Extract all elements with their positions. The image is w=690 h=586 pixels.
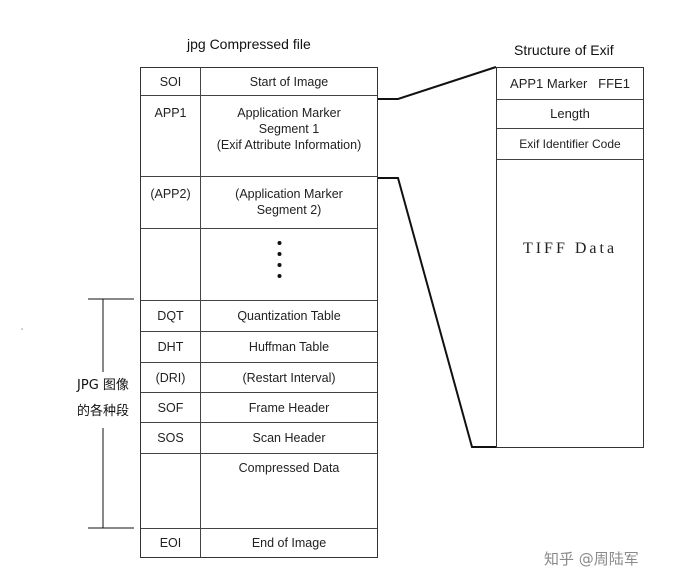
segment-desc-eoi: End of Image xyxy=(251,536,327,550)
column-divider xyxy=(200,68,201,557)
row-divider xyxy=(141,362,377,363)
segment-code-dqt: DQT xyxy=(157,309,184,323)
row-divider xyxy=(141,453,377,454)
exif-length: Length xyxy=(550,106,590,121)
segment-code-app1: APP1 xyxy=(154,106,187,120)
segment-code-dht: DHT xyxy=(157,340,184,354)
row-divider xyxy=(141,422,377,423)
segment-code-eoi: EOI xyxy=(159,536,182,550)
segment-desc-compressed-data: Compressed Data xyxy=(238,461,340,475)
right-table-title: Structure of Exif xyxy=(514,42,614,58)
connector-top-line xyxy=(378,66,497,100)
segment-code-sos: SOS xyxy=(157,431,184,445)
segment-desc-sos: Scan Header xyxy=(252,431,326,445)
row-divider xyxy=(141,228,377,229)
segment-code-dri: (DRI) xyxy=(155,370,186,385)
segment-desc-app1: Application Marker Segment 1 (Exif Attri… xyxy=(216,106,362,152)
segment-desc-dri: (Restart Interval) xyxy=(242,370,336,385)
segment-desc-app2: (Application Marker Segment 2) xyxy=(235,187,343,217)
vertical-ellipsis-icon xyxy=(277,240,282,285)
jpg-segments-label: JPG 图像 的各种段 xyxy=(66,373,140,425)
row-divider xyxy=(141,331,377,332)
connector-bottom-line xyxy=(378,177,496,448)
segment-code-soi: SOI xyxy=(159,74,182,89)
segment-code-app2: (APP2) xyxy=(150,187,191,201)
left-table-title: jpg Compressed file xyxy=(187,36,311,52)
row-divider xyxy=(141,95,377,96)
row-divider xyxy=(497,159,643,160)
row-divider xyxy=(141,528,377,529)
jpg-segment-table: SOI Start of Image APP1 Application Mark… xyxy=(140,67,378,558)
jpg-segments-label-line2: 的各种段 xyxy=(76,404,129,419)
exif-identifier-code: Exif Identifier Code xyxy=(519,137,621,151)
exif-structure-table: APP1 Marker FFE1 Length Exif Identifier … xyxy=(496,67,644,448)
row-divider xyxy=(141,392,377,393)
segment-desc-sof: Frame Header xyxy=(248,400,330,415)
row-divider xyxy=(497,99,643,100)
segment-code-sof: SOF xyxy=(157,400,184,415)
row-divider xyxy=(141,176,377,177)
segment-desc-soi: Start of Image xyxy=(249,74,329,89)
segment-desc-dqt: Quantization Table xyxy=(237,309,341,323)
exif-tiff-data: TIFF Data xyxy=(522,240,618,257)
segment-desc-dht: Huffman Table xyxy=(248,340,330,354)
jpg-segments-label-line1: JPG 图像 xyxy=(77,378,129,393)
row-divider xyxy=(141,300,377,301)
watermark: 知乎 @周陆军 xyxy=(544,550,639,568)
row-divider xyxy=(497,128,643,129)
exif-app1-marker: APP1 Marker FFE1 xyxy=(510,75,630,91)
